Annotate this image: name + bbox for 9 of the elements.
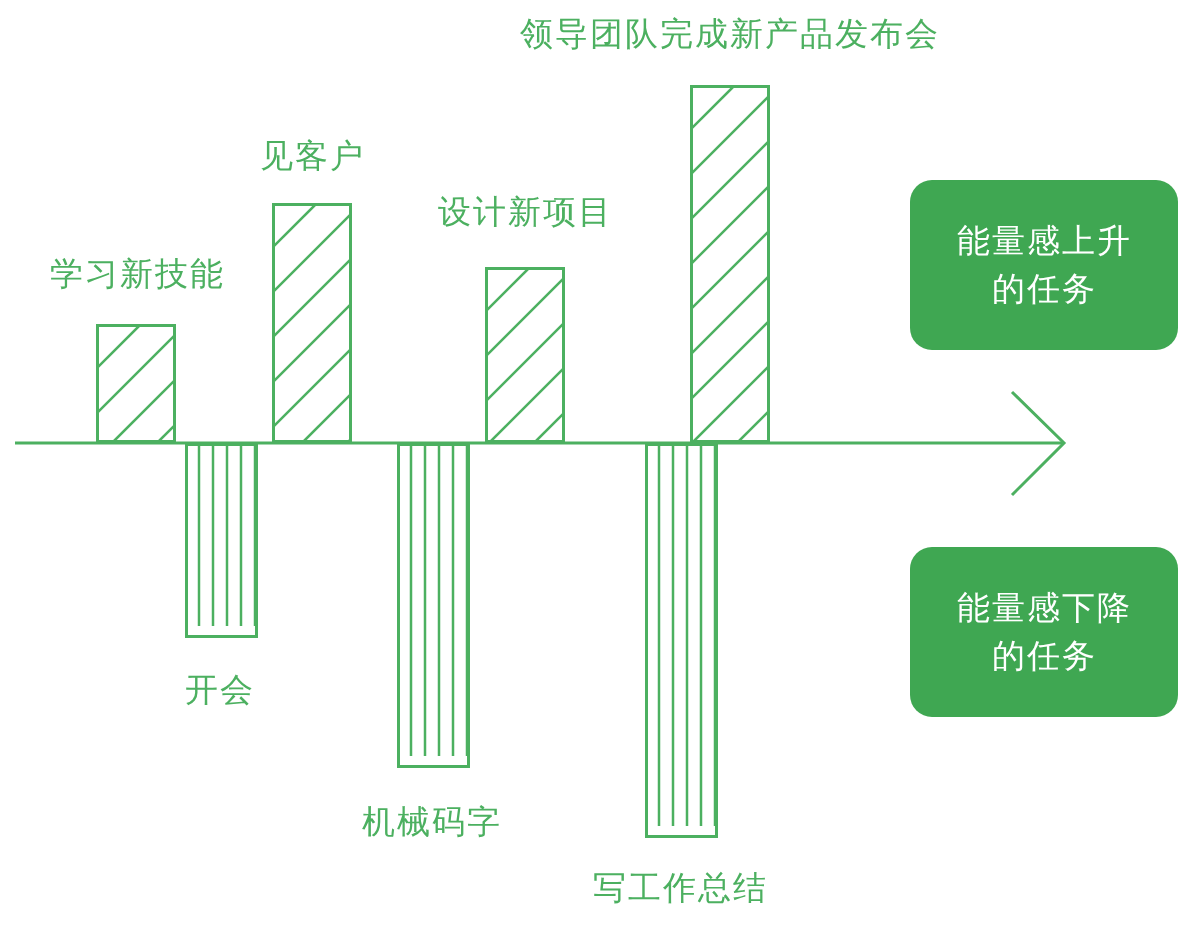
- bar-label: 机械码字: [362, 801, 502, 843]
- bar-label: 领导团队完成新产品发布会: [520, 13, 940, 55]
- label-box: 能量感上升的任务: [910, 180, 1178, 350]
- bar-label: 见客户: [259, 135, 365, 177]
- bar-label: 学习新技能: [49, 253, 225, 295]
- label-box: 能量感下降的任务: [910, 547, 1178, 717]
- bar-label: 开会: [185, 669, 255, 711]
- bar-label: 写工作总结: [592, 867, 768, 909]
- bar-label: 设计新项目: [437, 191, 613, 233]
